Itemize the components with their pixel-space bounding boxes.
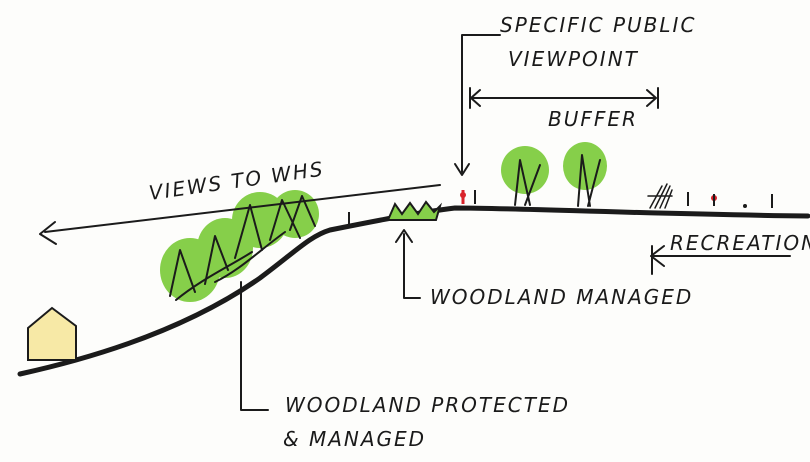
woodland-slope-trees bbox=[160, 190, 319, 302]
recreation-label: RECREATION bbox=[670, 231, 810, 255]
viewpoint-leader bbox=[461, 34, 501, 173]
fence-hatch bbox=[647, 183, 673, 209]
views-arrow bbox=[39, 184, 441, 245]
woodland-protected-label-line1: WOODLAND PROTECTED bbox=[285, 393, 570, 417]
woodland-protected-leader bbox=[240, 281, 269, 411]
recreation-arrow bbox=[650, 245, 791, 275]
viewpoint-label-line2: VIEWPOINT bbox=[508, 47, 639, 71]
woodland-managed-leader bbox=[395, 229, 421, 299]
woodland-managed-patch bbox=[386, 200, 443, 221]
ground-line bbox=[17, 205, 810, 377]
people-figures bbox=[348, 190, 773, 226]
house-icon bbox=[27, 306, 77, 361]
plateau-trees bbox=[501, 142, 607, 207]
buffer-dimension-line bbox=[469, 87, 659, 109]
viewpoint-arrowhead bbox=[454, 163, 470, 176]
woodland-managed-label: WOODLAND MANAGED bbox=[430, 285, 693, 309]
woodland-protected-label-line2: & MANAGED bbox=[283, 427, 426, 451]
buffer-label: BUFFER bbox=[548, 107, 638, 131]
viewpoint-label-line1: SPECIFIC PUBLIC bbox=[500, 13, 696, 37]
